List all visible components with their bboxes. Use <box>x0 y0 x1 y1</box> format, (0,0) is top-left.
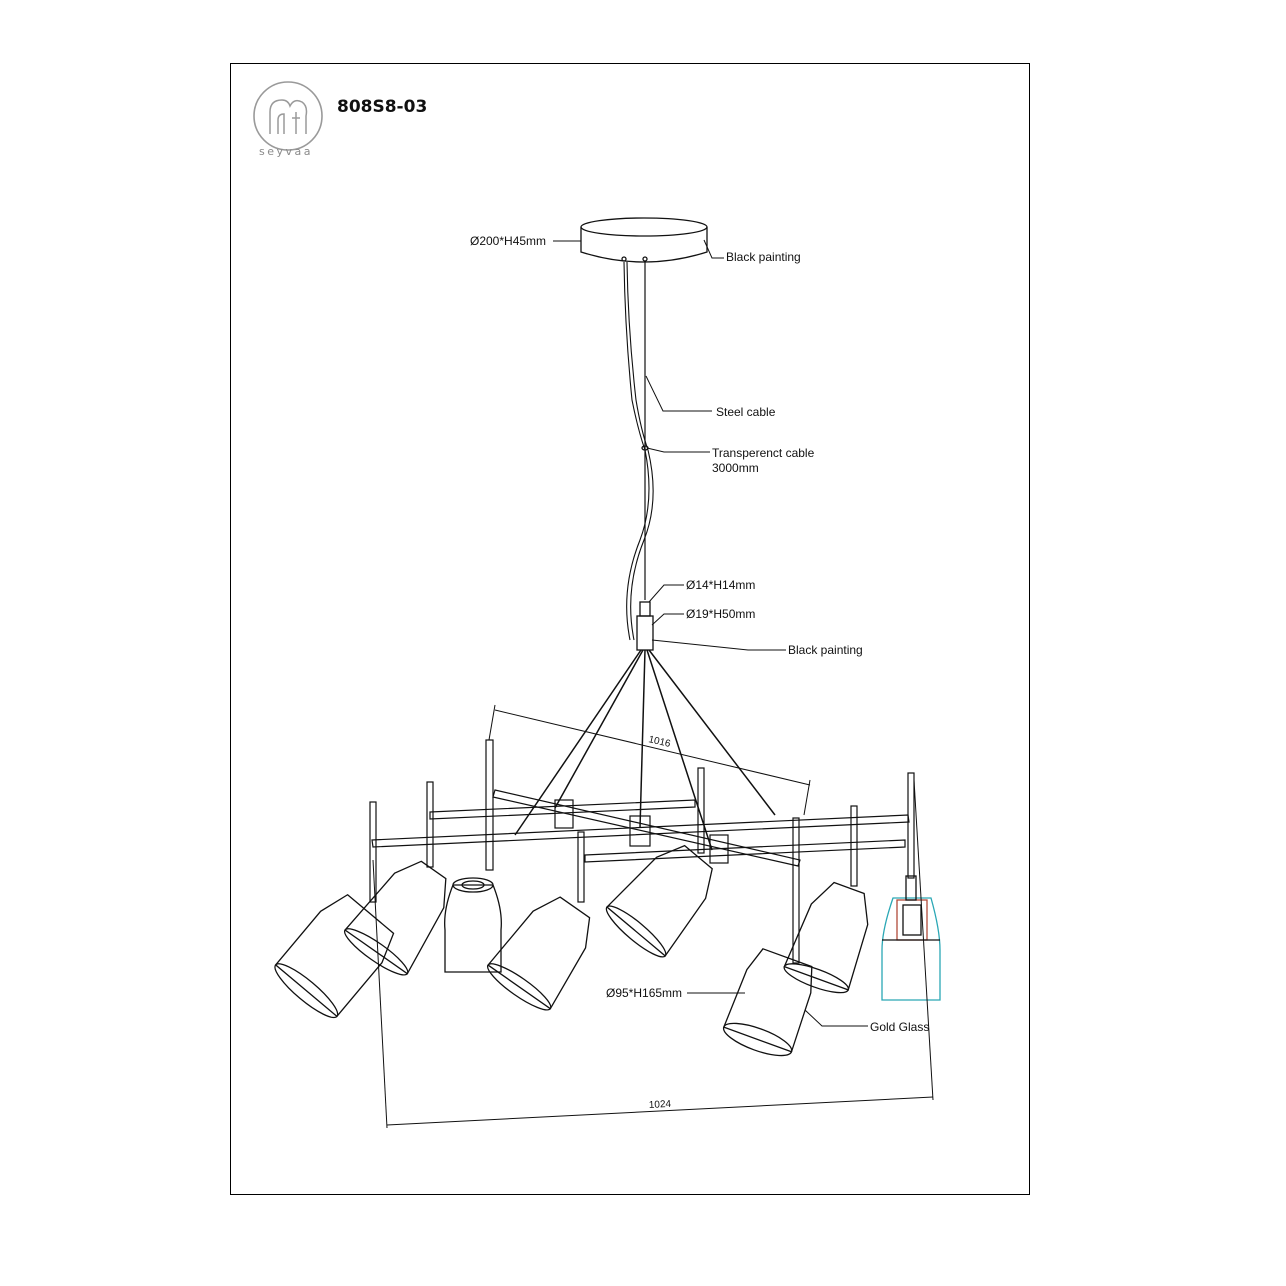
model-number: 808S8-03 <box>337 97 428 117</box>
drawing-frame <box>230 63 1030 1195</box>
section-view-shade <box>881 875 941 1001</box>
brand-name: seyvaa <box>259 145 313 158</box>
glass-shades <box>274 844 869 1057</box>
hub-size-label: Ø19*H50mm <box>686 607 755 621</box>
hub-finish-label: Black painting <box>788 643 863 657</box>
cable-length-label: 3000mm <box>712 461 759 475</box>
depth-dimension-label: 1016 <box>647 734 672 750</box>
shade-size-label: Ø95*H165mm <box>606 986 682 1000</box>
shade-material-label: Gold Glass <box>870 1020 929 1034</box>
canopy-finish-label: Black painting <box>726 250 801 264</box>
cap-size-label: Ø14*H14mm <box>686 578 755 592</box>
leader-lines <box>553 239 868 1027</box>
dimension-lines <box>372 704 934 1129</box>
cables <box>623 261 654 641</box>
canopy-size-label: Ø200*H45mm <box>470 234 546 248</box>
canopy <box>580 217 708 263</box>
steel-cable-label: Steel cable <box>716 405 776 419</box>
brand-logo-icon <box>253 81 323 151</box>
transparent-cable-label: Transperenct cable <box>712 446 815 460</box>
width-dimension-label: 1024 <box>649 1099 672 1111</box>
hub <box>636 601 654 651</box>
suspension-wires <box>514 649 776 851</box>
